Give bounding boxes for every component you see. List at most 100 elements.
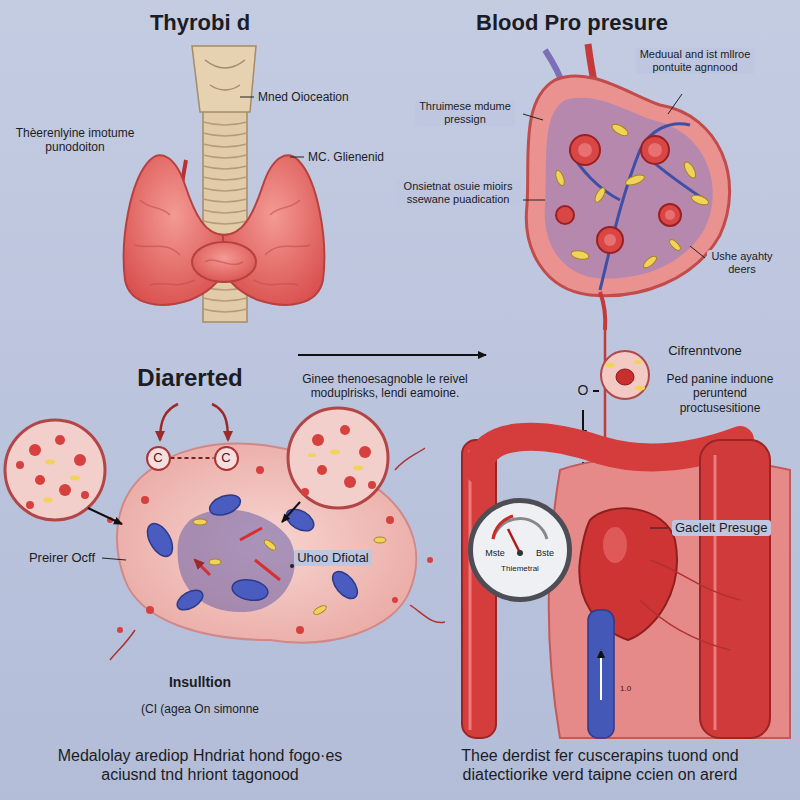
heart-illustration-part (603, 527, 627, 563)
thyroid-illustration-part (290, 157, 304, 158)
heart-illustration-part (600, 650, 602, 700)
organ-illustration-part-part (570, 249, 589, 260)
cell-illustration-part-part (392, 597, 398, 603)
cell-illustration-part-part (330, 450, 340, 455)
organ-illustration-part-part (642, 254, 659, 270)
organ-illustration-part (554, 122, 710, 270)
gauge-text: Mste (485, 549, 505, 559)
part-label: Uhoo Dfiotal (294, 550, 372, 566)
organ-illustration-part-part (624, 173, 646, 187)
panel-heading: Thyrobi d (150, 10, 250, 36)
cell-illustration-part-part (146, 606, 154, 614)
cell-illustration-part-part (312, 434, 324, 446)
organ-illustration-part (526, 76, 729, 296)
cell-illustration-part (88, 508, 122, 524)
part-label: (CI (agea On simonne (141, 702, 259, 716)
cell-illustration-part-part (209, 559, 221, 565)
organ-illustration-part-part (690, 193, 710, 207)
organ-illustration-part (659, 204, 681, 226)
cell-illustration-part-part (328, 567, 362, 603)
cell-illustration-part-part (35, 475, 45, 485)
symbol-label: O (578, 382, 589, 399)
note-text: Ginee thenoesagnoble le reivel moduplris… (278, 372, 493, 401)
cell-illustration-part (107, 466, 433, 634)
heart-illustration-part (640, 560, 740, 650)
cell-illustration-part-part (312, 604, 327, 616)
organ-illustration-part (597, 227, 623, 253)
cell-illustration-part-part (283, 505, 318, 536)
cell-illustration-part-part (55, 435, 65, 445)
middle-arrows-part (593, 390, 599, 392)
organ-illustration-part-part (610, 122, 630, 138)
cell-illustration-part (301, 425, 376, 496)
cell-illustration-part (282, 502, 300, 522)
marker-letter: C (153, 451, 162, 465)
thyroid-illustration-part (135, 200, 310, 285)
marker-circle: C (214, 446, 239, 471)
cell-illustration-part (195, 528, 280, 580)
cell-illustration-part (16, 435, 89, 509)
part-label: Mned Oioceation (258, 90, 349, 104)
part-label: Insulltion (169, 674, 231, 691)
middle-arrows-part (605, 363, 615, 368)
organ-illustration-part (604, 234, 616, 246)
cell-illustration-part-part (359, 446, 371, 458)
organ-illustration-part (668, 94, 682, 114)
cell-illustration-part (193, 519, 386, 616)
panel-heading: Blood Pro presure (476, 10, 668, 36)
caption-text: Thee derdist fer cuscerapins tuond ond d… (425, 746, 775, 784)
part-label: Onsietnat osuie mioirs ssewane puadicati… (396, 180, 521, 206)
caption-text: Medalolay arediop Hndriat hond fogo·es a… (55, 746, 345, 784)
cell-illustration-part (5, 420, 105, 520)
cell-illustration-part-part (231, 577, 270, 603)
gauge-needle (508, 529, 520, 553)
organ-illustration-part (665, 210, 675, 220)
organ-illustration-part (523, 200, 545, 201)
cell-illustration-part-part (141, 496, 149, 504)
part-label: Thruimese mdume pressign (415, 100, 515, 126)
cell-illustration-part (308, 450, 363, 471)
cell-illustration-part-part (142, 519, 177, 560)
cell-illustration-part-part (59, 484, 71, 496)
cell-illustration-part-part (193, 519, 207, 525)
cell-illustration-part-part (45, 460, 55, 465)
organ-illustration-part (578, 143, 592, 157)
organ-illustration-part-part (593, 186, 607, 203)
organ-illustration-part (523, 114, 543, 120)
cell-illustration-part (288, 408, 388, 508)
cell-illustration-part (110, 448, 445, 660)
thyroid-illustration-part (240, 97, 254, 98)
cell-illustration-part-part (26, 501, 34, 509)
marker-circle: C (146, 446, 171, 471)
cell-illustration-part-part (308, 453, 316, 457)
middle-arrows-part (635, 386, 645, 391)
thyroid-illustration-part (205, 60, 245, 90)
middle-arrows-part (212, 404, 228, 440)
cell-illustration-part-part (344, 476, 356, 488)
organ-illustration-part (570, 135, 600, 165)
cell-illustration-part-part (296, 626, 304, 634)
cell-illustration-part-part (16, 461, 24, 469)
cell-illustration-part-part (368, 481, 376, 489)
cell-illustration-part (290, 564, 294, 568)
organ-illustration-part (690, 246, 705, 258)
cell-illustration-part-part (340, 425, 350, 435)
thyroid-illustration-part (223, 155, 324, 305)
cell-illustration-part-part (256, 466, 264, 474)
gauge-text: Thiemetral (501, 565, 539, 574)
organ-illustration-part (600, 292, 605, 330)
part-label: Meduual and ist mllroe pontuite agnnood (635, 48, 755, 74)
middle-arrows-part (634, 360, 642, 364)
value-label: 1.0 (620, 684, 631, 694)
cell-illustration-part (102, 558, 126, 560)
gauge-text: Bste (536, 549, 554, 559)
cell-illustration-part-part (427, 557, 433, 563)
cell-illustration-part-part (29, 444, 41, 456)
thyroid-illustration-part (192, 46, 256, 112)
organ-illustration-part (556, 206, 574, 224)
heart-illustration-part (469, 450, 472, 730)
cell-illustration-part-part (263, 538, 278, 552)
cell-illustration-part-part (70, 476, 80, 481)
heart-illustration (462, 437, 790, 738)
